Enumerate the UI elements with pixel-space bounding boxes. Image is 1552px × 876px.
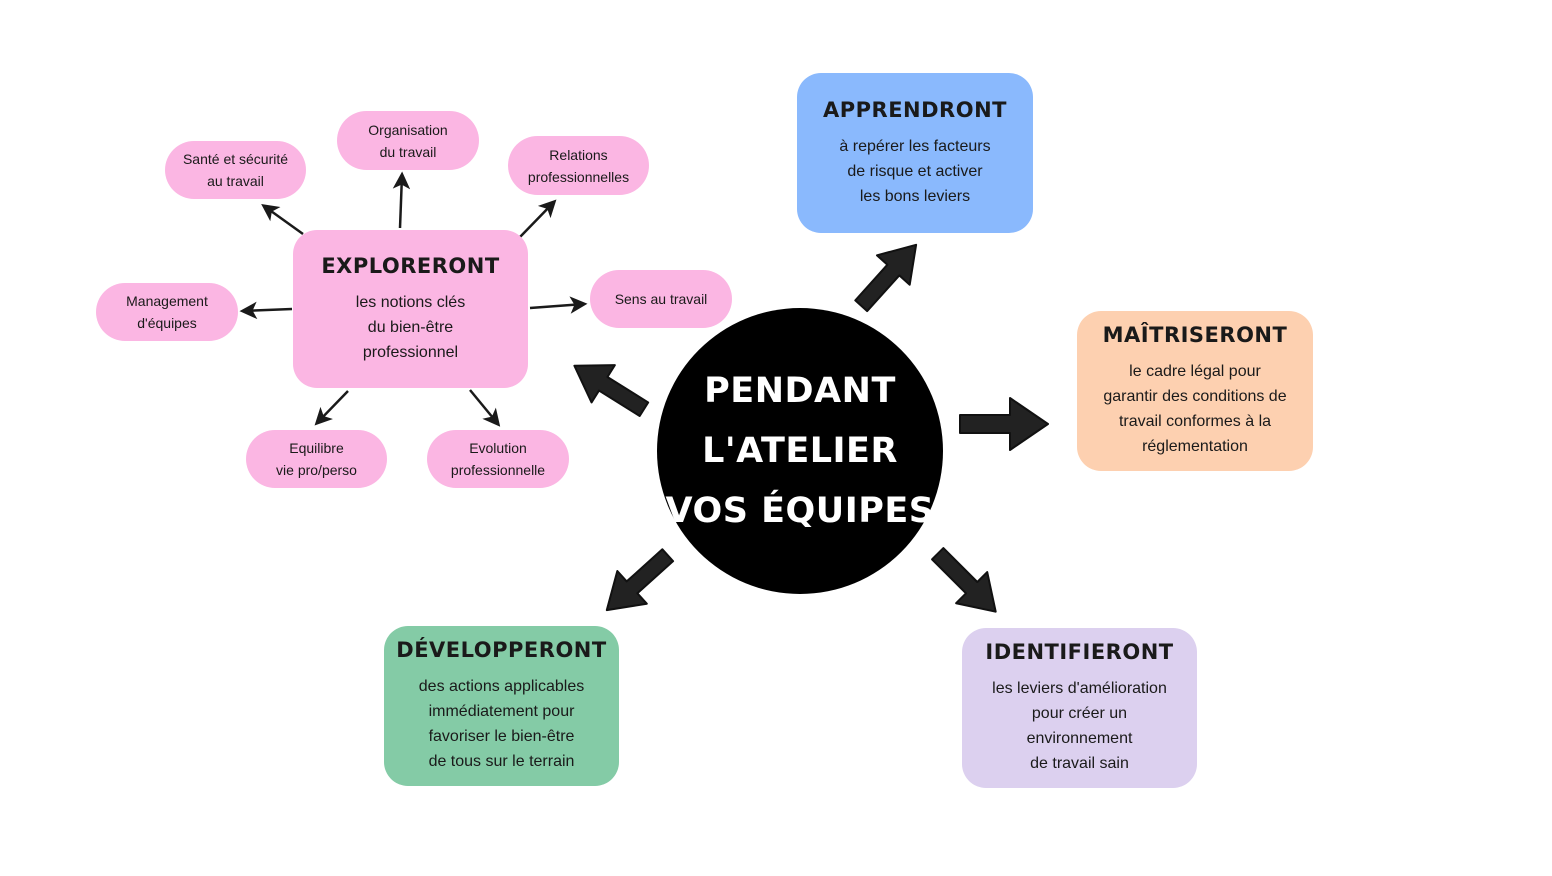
card-master: MAÎTRISERONT le cadre légal pour garanti… [1077, 311, 1313, 471]
thick-arrow-explore [573, 364, 650, 417]
center-circle: PENDANT L'ATELIER VOS ÉQUIPES [657, 308, 943, 594]
pill-balance: Equilibre vie pro/perso [246, 430, 387, 488]
card-develop-title: DÉVELOPPERONT [396, 638, 607, 662]
pill-health: Santé et sécurité au travail [165, 141, 306, 199]
card-identify-title: IDENTIFIERONT [985, 640, 1174, 664]
thick-arrow-develop [605, 548, 675, 612]
pill-meaning: Sens au travail [590, 270, 732, 328]
arrow-to-health [261, 203, 304, 236]
card-develop: DÉVELOPPERONT des actions applicables im… [384, 626, 619, 786]
arrow-to-balance [314, 390, 349, 426]
card-develop-body: des actions applicables immédiatement po… [418, 678, 585, 770]
card-explore-title: EXPLORERONT [321, 253, 500, 278]
card-master-body: le cadre légal pour garantir des conditi… [1103, 363, 1287, 455]
thick-arrow-identify [931, 547, 997, 613]
card-explore: EXPLORERONT les notions clés du bien-êtr… [293, 230, 528, 388]
card-master-title: MAÎTRISERONT [1102, 323, 1288, 347]
card-identify-body: les leviers d'amélioration pour créer un… [992, 680, 1167, 772]
thick-arrow-master [959, 397, 1049, 451]
card-learn: APPRENDRONT à repérer les facteurs de ri… [797, 73, 1033, 233]
card-learn-title: APPRENDRONT [823, 97, 1007, 122]
thick-arrow-learn [854, 243, 918, 313]
arrow-to-meaning [529, 296, 588, 314]
arrow-to-management [239, 301, 293, 320]
arrow-to-relations [519, 199, 557, 238]
pill-evolution: Evolution professionnelle [427, 430, 569, 488]
pill-organisation: Organisation du travail [337, 111, 479, 170]
card-explore-body: les notions clés du bien-être profession… [355, 293, 466, 361]
card-learn-body: à repérer les facteurs de risque et acti… [839, 137, 991, 205]
pill-management: Management d'équipes [96, 283, 238, 341]
arrow-to-evolution [469, 389, 501, 427]
pill-relations: Relations professionnelles [508, 136, 649, 195]
card-identify: IDENTIFIERONT les leviers d'amélioration… [962, 628, 1197, 788]
arrow-to-organisation [392, 171, 411, 229]
